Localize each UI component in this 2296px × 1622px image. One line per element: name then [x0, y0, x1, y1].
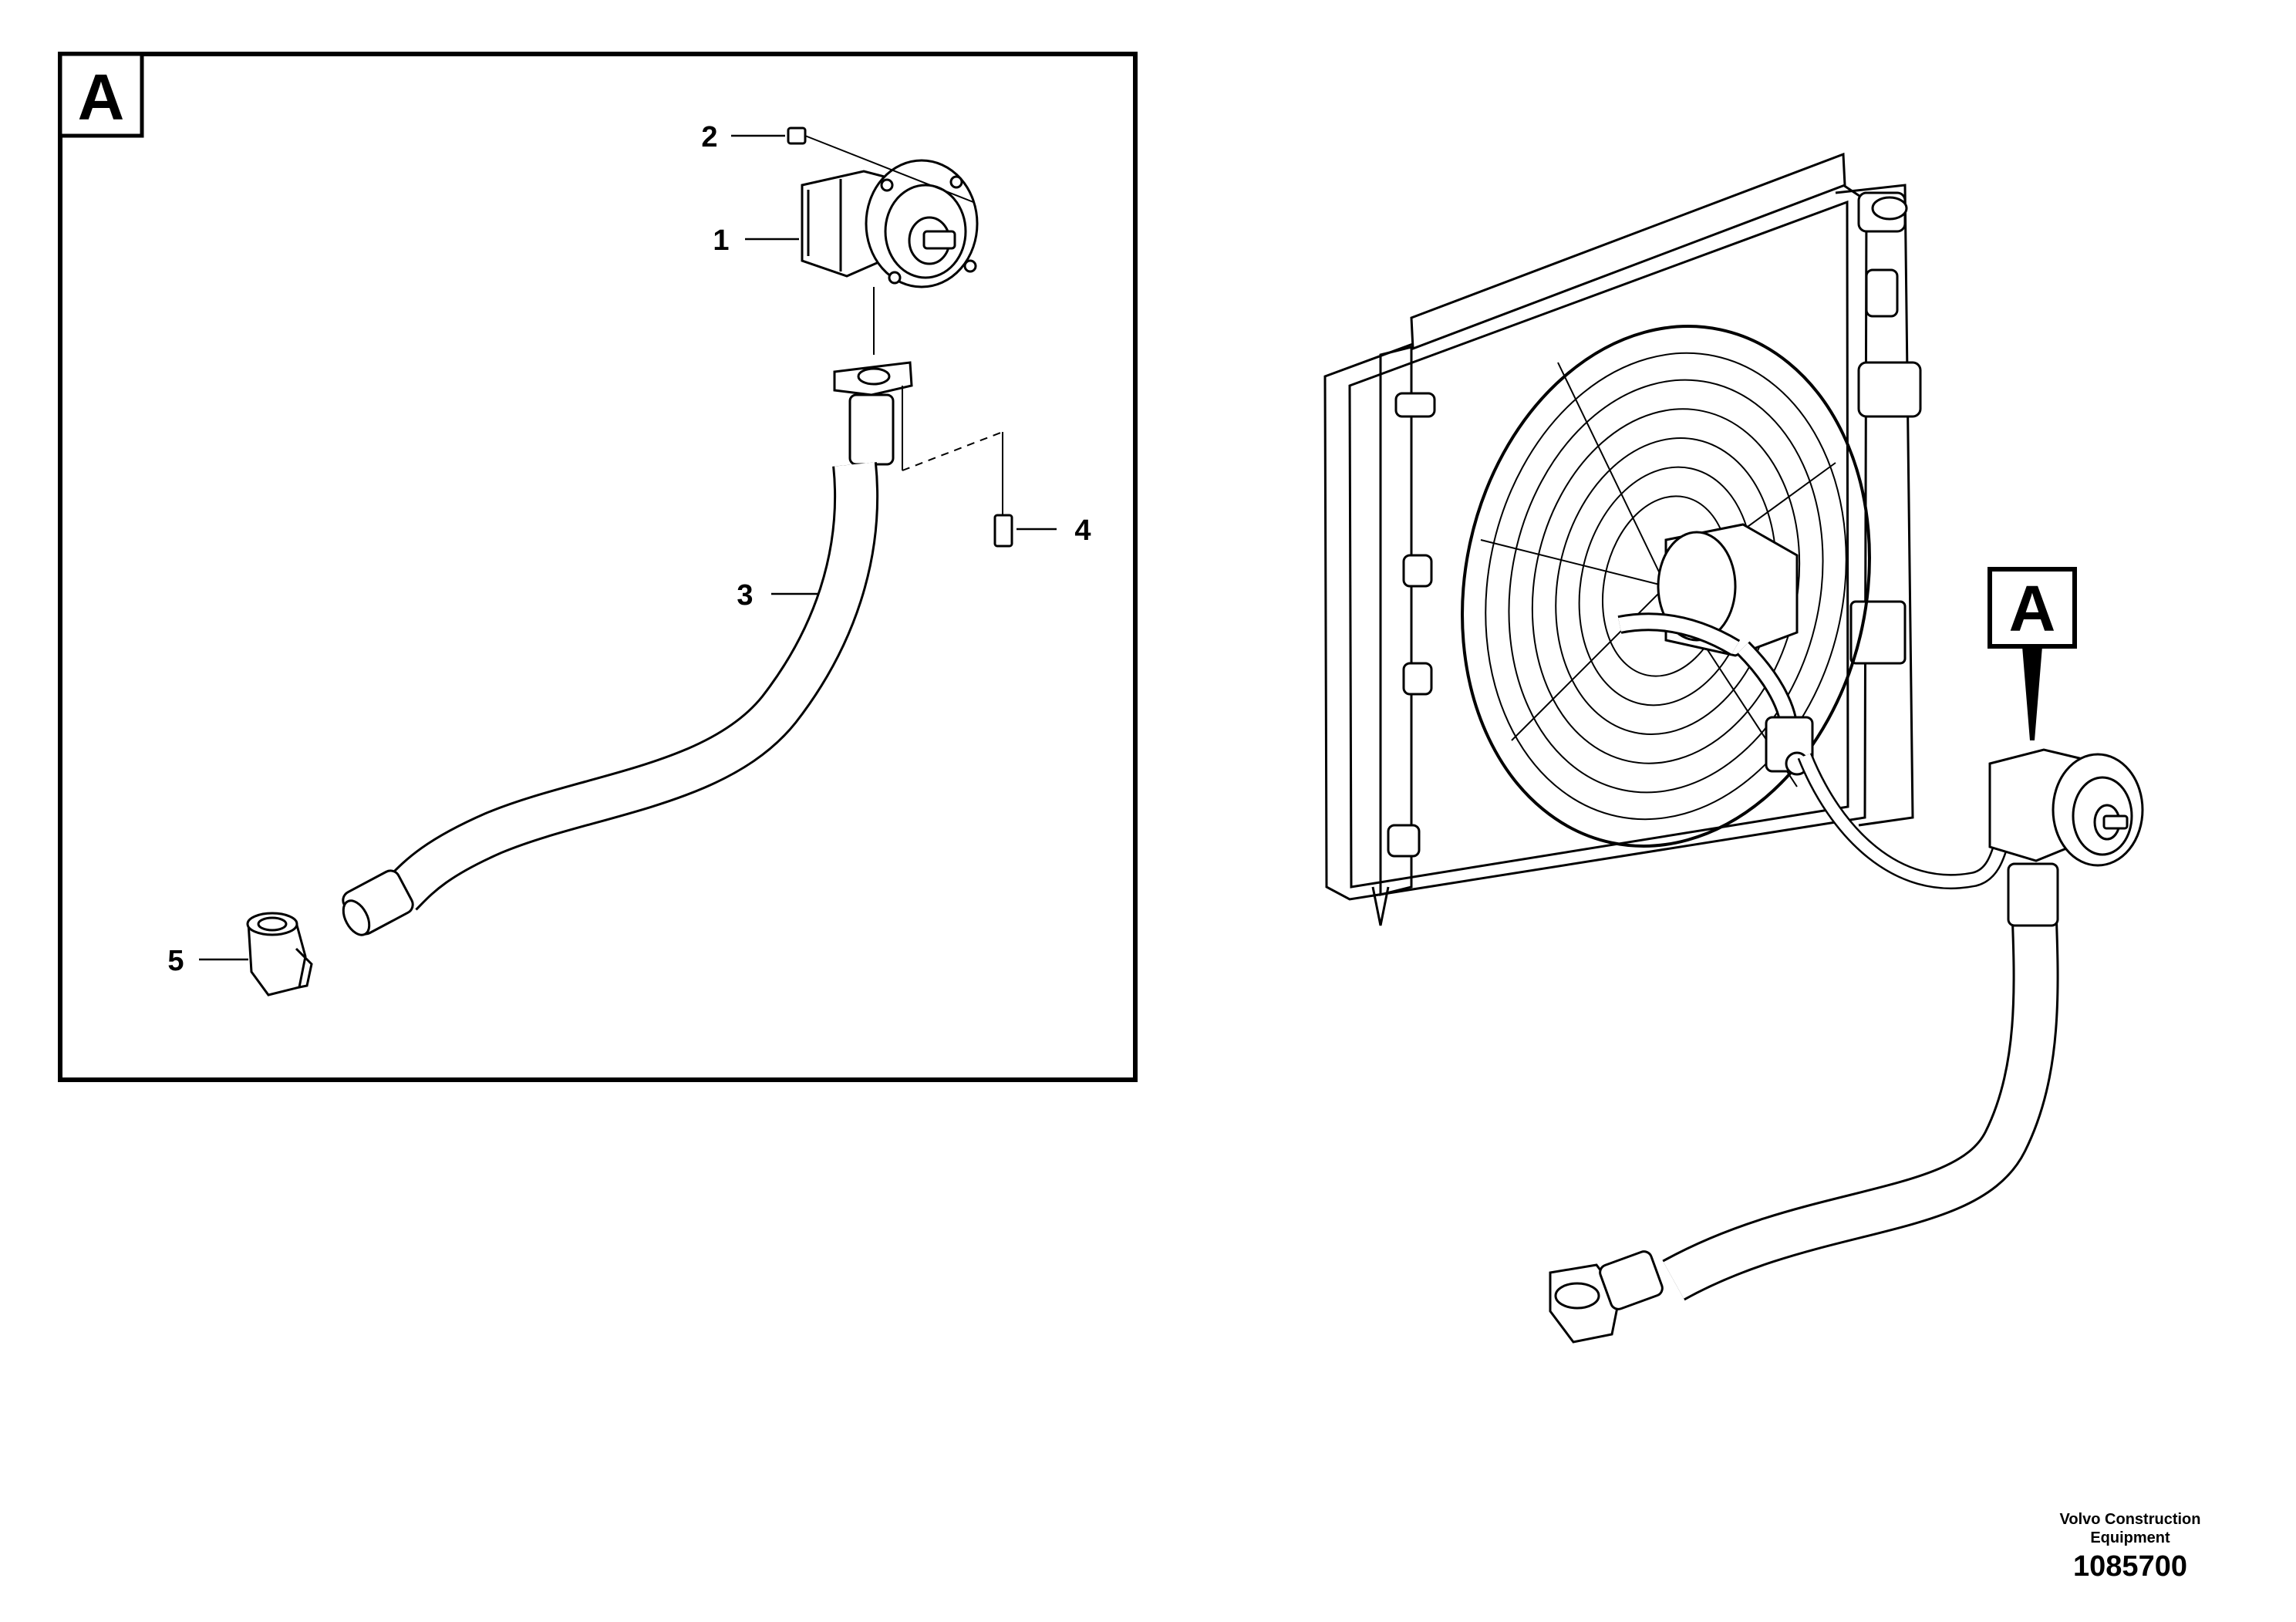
hydraulic-pump-assembly — [1988, 748, 2144, 867]
radiator-fittings — [1371, 191, 1922, 926]
screw-4-detail — [993, 432, 1013, 548]
callout-5: 5 — [167, 945, 184, 977]
hydraulic-pump-detail — [801, 159, 979, 288]
assembly-view: A — [1323, 152, 2144, 1344]
elbow-fitting-detail — [246, 912, 313, 996]
callout-4: 4 — [1074, 514, 1091, 547]
detail-label: A — [78, 61, 125, 133]
footer-company: Volvo Construction Equipment — [2059, 1511, 2201, 1546]
radiator-frame — [1323, 152, 1914, 901]
pump-hose-collar — [2007, 862, 2059, 927]
drawing-number: 1085700 — [2073, 1550, 2187, 1583]
assembly-reference-label: A — [2009, 572, 2056, 645]
fan-motor — [1617, 523, 1814, 776]
detail-frame — [58, 52, 1138, 1082]
callout-1: 1 — [713, 224, 729, 257]
detail-label-box — [58, 52, 144, 138]
callout-leaders — [199, 134, 1057, 961]
hose-assembly-detail — [342, 287, 1003, 936]
elbow-fitting-assembly — [1549, 1250, 1664, 1344]
callout-2: 2 — [701, 121, 717, 153]
callout-3: 3 — [737, 579, 753, 612]
screw-detail — [787, 126, 974, 203]
detail-reference-marker: A — [1988, 567, 2077, 740]
detail-view-a: A — [58, 52, 1138, 1082]
